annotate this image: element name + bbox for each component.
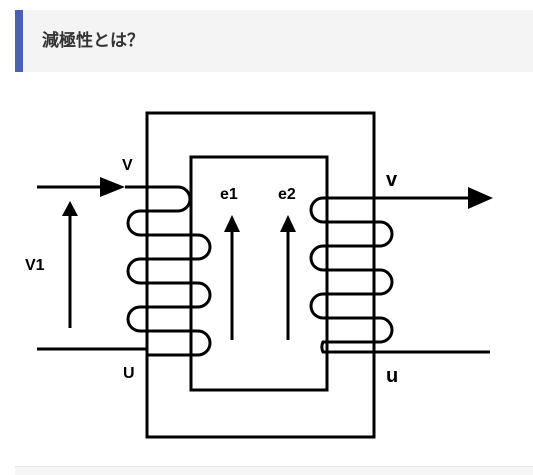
secondary-winding [309, 187, 493, 354]
primary-voltage-arrow [62, 201, 78, 328]
label-primary-top: V [122, 157, 133, 174]
label-primary-bottom: U [123, 365, 135, 382]
core-window [189, 155, 329, 392]
emf1-arrow [224, 215, 240, 340]
emf2-arrow [280, 215, 296, 340]
heading-title: 減極性とは？ [42, 31, 144, 51]
next-section-edge [15, 466, 533, 475]
label-emf1: e1 [220, 186, 238, 203]
heading-accent-bar [15, 10, 23, 72]
label-secondary-top: v [386, 169, 398, 191]
label-emf2: e2 [278, 186, 296, 203]
primary-winding [37, 177, 212, 357]
label-primary-voltage: V1 [25, 257, 45, 274]
section-heading: 減極性とは？ [15, 10, 533, 72]
core-outer [145, 111, 376, 439]
label-secondary-bottom: u [386, 365, 398, 387]
